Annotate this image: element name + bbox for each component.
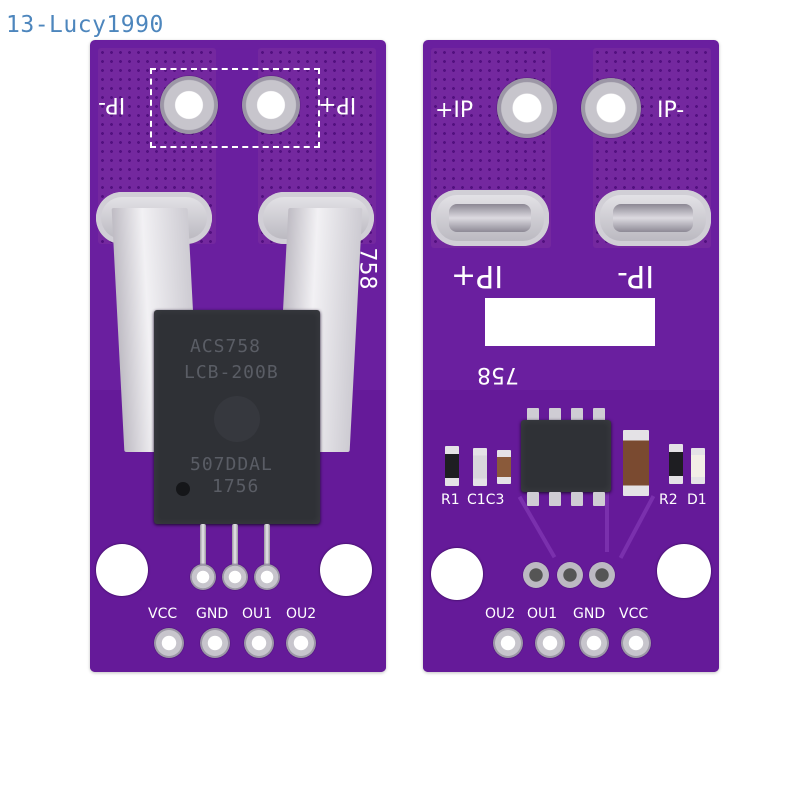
left-pin-label-ou2: OU2 — [286, 606, 317, 622]
left-pin-label-vcc: VCC — [148, 606, 178, 622]
terminal-outline-box — [150, 68, 320, 148]
acs758-sensor-chip: ACS758 LCB-200B 507DDAL 1756 — [154, 310, 320, 524]
right-header-pad-ou1 — [535, 628, 565, 658]
chip-marking-line4: 1756 — [212, 476, 260, 497]
right-mounting-hole-2 — [657, 544, 711, 598]
chip-solder-pad-1 — [190, 564, 216, 590]
right-solder-joint-1 — [523, 562, 549, 588]
right-solder-joint-2 — [557, 562, 583, 588]
trace-2 — [605, 492, 609, 552]
ic-lead-7 — [571, 492, 583, 506]
right-header-pad-vcc — [621, 628, 651, 658]
resistor-r2 — [669, 444, 683, 484]
left-pin-label-ou1: OU1 — [242, 606, 273, 622]
ic-lead-3 — [571, 408, 583, 422]
op-amp-ic — [521, 420, 611, 492]
right-pin-label-vcc: VCC — [619, 606, 649, 622]
blank-label-area — [485, 298, 655, 346]
led-d1 — [691, 448, 705, 484]
chip-mold-mark — [214, 396, 260, 442]
left-mounting-hole-2 — [320, 544, 372, 596]
left-pin-label-gnd: GND — [196, 606, 229, 622]
right-slot-neg — [595, 190, 711, 246]
ic-lead-8 — [593, 492, 605, 506]
right-slot-pos — [431, 190, 549, 246]
left-header-pad-vcc — [154, 628, 184, 658]
left-ip-neg-label: IP- — [98, 92, 126, 117]
ip-pos-terminal-hole — [242, 76, 300, 134]
chip-pin-2 — [232, 524, 238, 576]
right-solder-joint-3 — [589, 562, 615, 588]
right-header-pad-ou2 — [493, 628, 523, 658]
right-ip-neg-bottom-label: IP- — [617, 258, 655, 293]
right-ip-pos-terminal-hole — [497, 78, 557, 138]
capacitor-large — [623, 430, 649, 496]
left-mounting-hole-1 — [96, 544, 148, 596]
ic-lead-1 — [527, 408, 539, 422]
left-header-pad-ou1 — [244, 628, 274, 658]
right-ip-neg-terminal-hole — [581, 78, 641, 138]
c1c3-label: C1C3 — [467, 492, 505, 508]
d1-label: D1 — [687, 492, 707, 508]
resistor-r1 — [445, 446, 459, 486]
chip-pin1-dot — [176, 482, 190, 496]
chip-solder-pad-2 — [222, 564, 248, 590]
chip-marking-line1: ACS758 — [190, 336, 262, 357]
left-pcb-board: IP- IP+ 758 ACS758 LCB-200B 507DDAL 1756… — [90, 40, 386, 672]
r2-label: R2 — [659, 492, 678, 508]
left-part-number: 758 — [354, 247, 380, 290]
chip-marking-line3: 507DDAL — [190, 454, 273, 475]
chip-marking-line2: LCB-200B — [184, 362, 279, 383]
chip-pin-1 — [200, 524, 206, 576]
right-pin-label-gnd: GND — [573, 606, 606, 622]
right-ip-pos-bottom-label: IP+ — [451, 258, 504, 293]
right-pin-label-ou2: OU2 — [485, 606, 516, 622]
watermark-text: 13-Lucy1990 — [6, 12, 164, 38]
chip-solder-pad-3 — [254, 564, 280, 590]
capacitor-c3 — [497, 450, 511, 484]
right-ip-pos-top-label: +IP — [435, 98, 474, 123]
ip-neg-terminal-hole — [160, 76, 218, 134]
capacitor-c1 — [473, 448, 487, 486]
r1-label: R1 — [441, 492, 460, 508]
right-part-number: 758 — [477, 362, 519, 387]
right-pin-label-ou1: OU1 — [527, 606, 558, 622]
ic-lead-2 — [549, 408, 561, 422]
left-header-pad-ou2 — [286, 628, 316, 658]
ic-lead-5 — [527, 492, 539, 506]
right-pcb-board: +IP IP- IP+ IP- 758 R1 C1C3 R2 D1 OU2 OU… — [423, 40, 719, 672]
ic-lead-6 — [549, 492, 561, 506]
chip-pin-3 — [264, 524, 270, 576]
ic-lead-4 — [593, 408, 605, 422]
right-mounting-hole-1 — [431, 548, 483, 600]
left-ip-pos-label: IP+ — [318, 92, 357, 117]
right-ip-neg-top-label: IP- — [657, 98, 685, 123]
right-header-pad-gnd — [579, 628, 609, 658]
left-header-pad-gnd — [200, 628, 230, 658]
